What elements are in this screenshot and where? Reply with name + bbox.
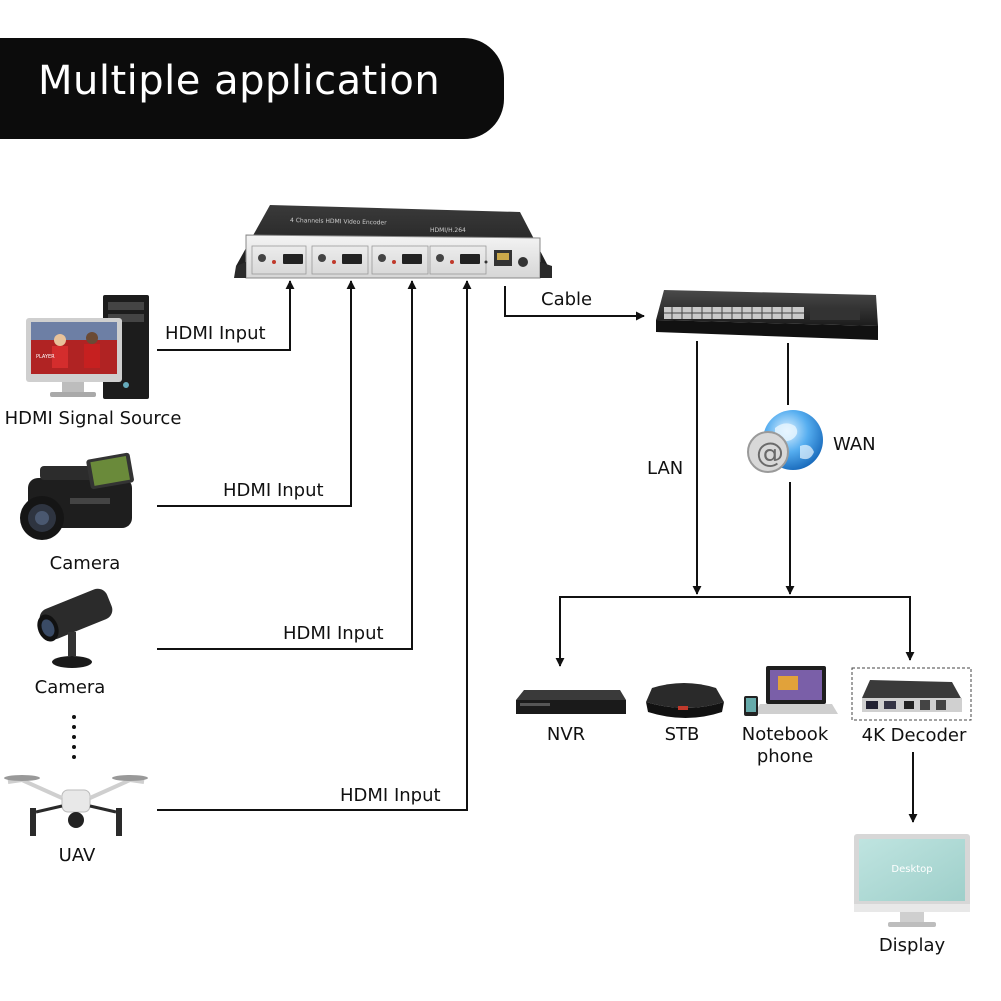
lan-label: LAN [647, 458, 684, 479]
connector-source-4 [157, 280, 472, 811]
network-connectors [555, 341, 918, 823]
camcorder-icon [20, 452, 134, 540]
hdmi-input-label-3: HDMI Input [283, 623, 384, 644]
notebook-phone-icon [744, 666, 838, 716]
display-icon: Desktop [854, 834, 970, 927]
hdmi-input-label-4: HDMI Input [340, 785, 441, 806]
decoder-icon [851, 667, 972, 721]
nvr-label: NVR [546, 724, 586, 745]
video-encoder: 4 Channels HDMI Video Encoder HDMI/H.264 [234, 205, 552, 279]
page-title: Multiple application [38, 58, 441, 104]
tv-caption-text: PLAYER [36, 354, 55, 360]
display-desktop-text: Desktop [891, 864, 932, 875]
distribution-bus [555, 596, 915, 667]
encoder-port-group-3 [371, 245, 429, 275]
nvr-icon [516, 690, 626, 714]
hdmi-connectors [157, 280, 472, 811]
cable-label: Cable [541, 289, 593, 310]
stb-icon [646, 683, 724, 718]
cable-connector [504, 286, 645, 321]
hdmi-signal-source-icon: PLAYER [26, 295, 149, 399]
display-label: Display [878, 935, 946, 956]
phone-label: phone [756, 746, 814, 767]
camera-label-1: Camera [49, 553, 121, 574]
hdmi-signal-source-label: HDMI Signal Source [4, 408, 182, 429]
title-banner [0, 38, 504, 139]
encoder-port-group-1 [251, 245, 307, 275]
connector-source-2 [157, 280, 356, 507]
more-sources-dots [72, 715, 76, 759]
uav-drone-icon [4, 775, 148, 836]
connector-source-1 [157, 280, 295, 351]
dc-port-icon [518, 257, 528, 267]
wan-label: WAN [833, 434, 876, 455]
uav-label: UAV [58, 845, 96, 866]
wan-globe-icon: @ [747, 410, 823, 473]
at-symbol: @ [756, 436, 784, 469]
hdmi-input-label-2: HDMI Input [223, 480, 324, 501]
hdmi-input-label-1: HDMI Input [165, 323, 266, 344]
encoder-top-text: 4 Channels HDMI Video Encoder [290, 217, 387, 227]
encoder-port-group-4 [429, 245, 488, 275]
camera-label-2: Camera [34, 677, 106, 698]
stb-label: STB [664, 724, 700, 745]
network-switch-icon [656, 290, 878, 340]
encoder-side-text: HDMI/H.264 [430, 227, 466, 234]
decoder-label: 4K Decoder [861, 725, 967, 746]
security-camera-icon [37, 588, 113, 668]
notebook-label: Notebook [741, 724, 829, 745]
encoder-port-group-2 [311, 245, 369, 275]
connector-source-3 [157, 280, 417, 650]
